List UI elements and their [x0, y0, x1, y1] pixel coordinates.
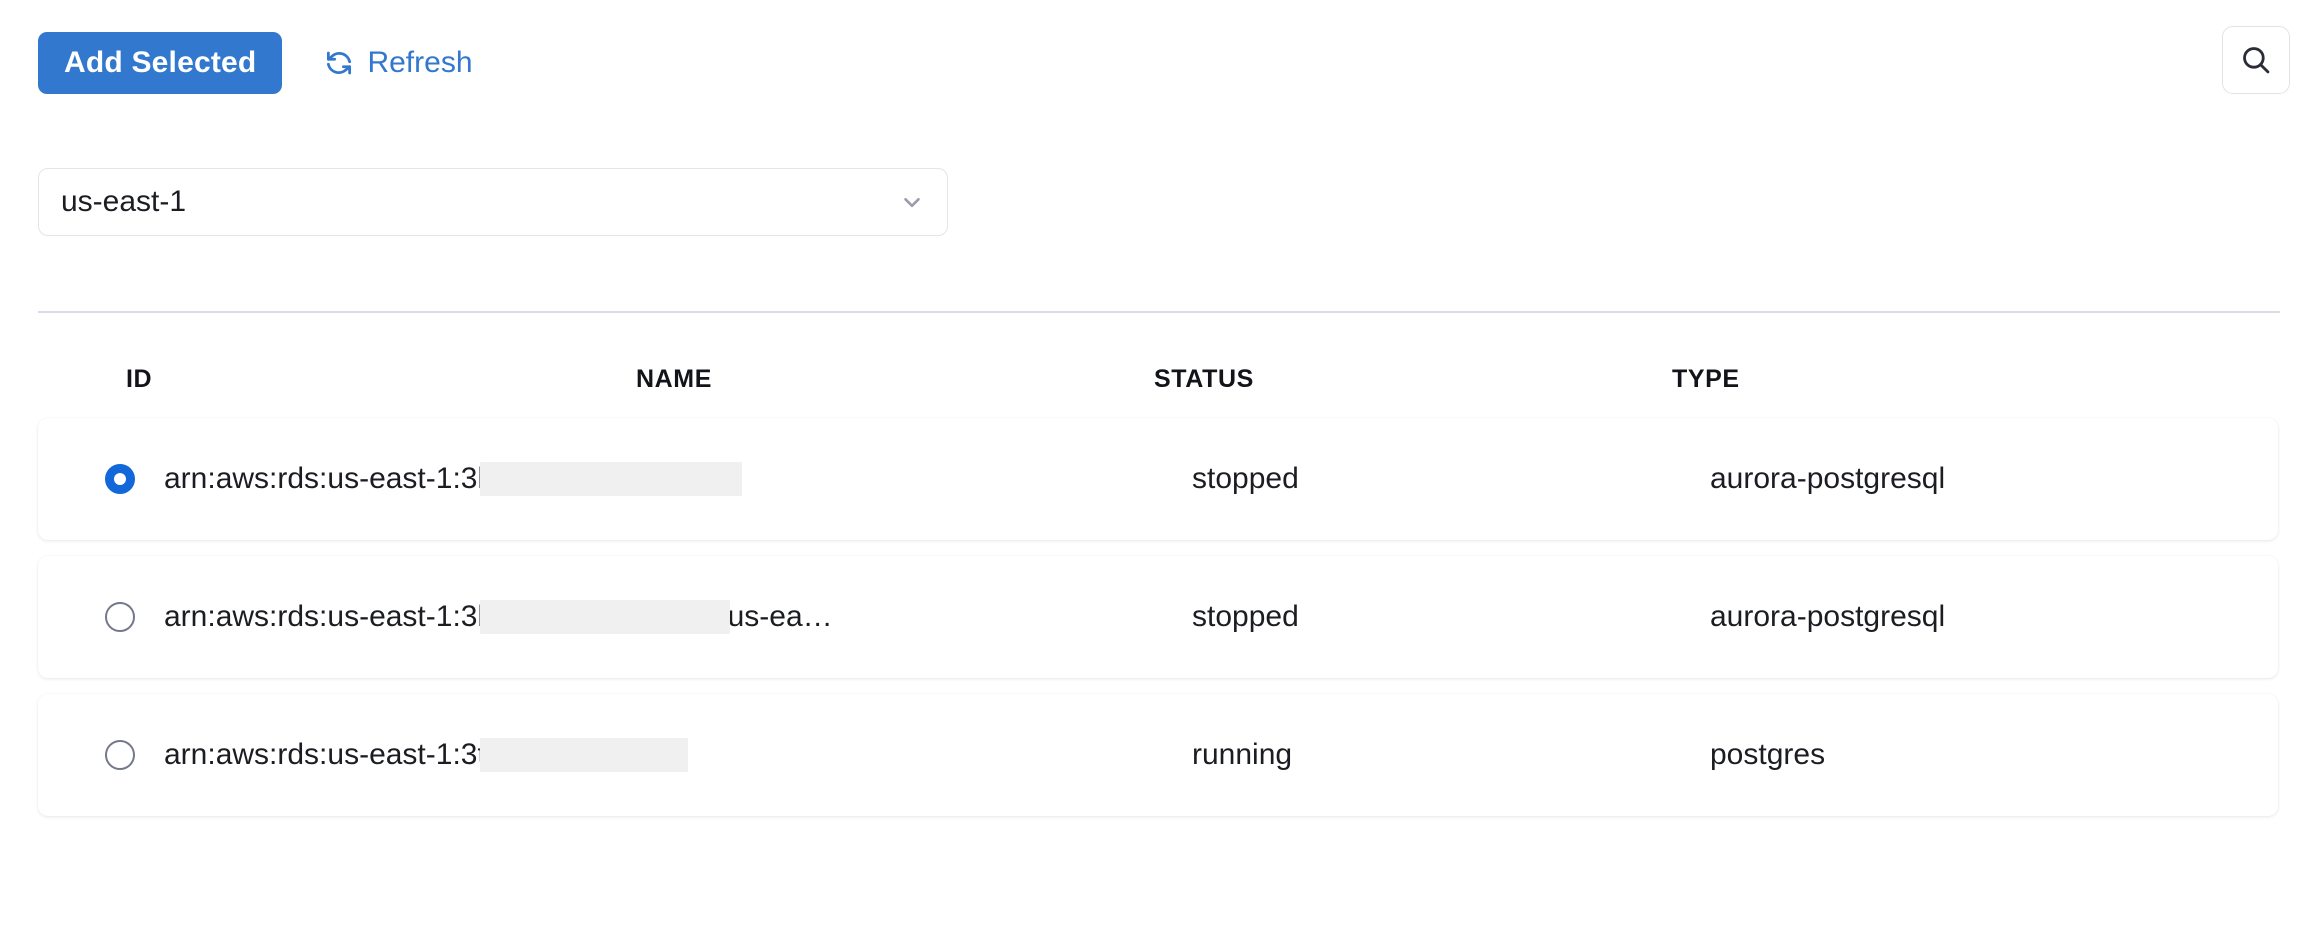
- cell-id: arn:aws:rds:us-east-1:3 todo-ecs-rds: [164, 738, 1192, 772]
- table-row[interactable]: arn:aws:rds:us-east-1:3 todo-ecs-rds run…: [38, 694, 2278, 816]
- resources-table: ID NAME STATUS TYPE arn:aws:rds:us-east-…: [0, 340, 2298, 832]
- cell-id-prefix: arn:aws:rds:us-east-1:3: [164, 738, 478, 771]
- radio-button[interactable]: [105, 602, 135, 632]
- column-header-name: NAME: [636, 364, 713, 393]
- cell-type: postgres: [1710, 738, 1826, 771]
- region-select[interactable]: us-east-1: [38, 168, 948, 236]
- table-header-row: ID NAME STATUS TYPE: [0, 340, 2298, 418]
- table-row[interactable]: arn:aws:rds:us-east-1:3 base-1-instance-…: [38, 418, 2278, 540]
- refresh-label: Refresh: [367, 46, 473, 79]
- cell-status: running: [1192, 738, 1293, 771]
- row-select-cell[interactable]: [38, 602, 164, 632]
- column-header-type: TYPE: [1672, 364, 1740, 393]
- cell-type: aurora-postgresql: [1710, 462, 1946, 495]
- toolbar: Add Selected Refresh: [38, 30, 2260, 96]
- cell-id: arn:aws:rds:us-east-1:3 base-1-instance-…: [164, 462, 1192, 496]
- cell-status: stopped: [1192, 600, 1299, 633]
- cell-id: arn:aws:rds:us-east-1:3 base-1-instance-…: [164, 600, 1192, 634]
- column-header-id: ID: [126, 364, 153, 393]
- search-button[interactable]: [2222, 26, 2290, 94]
- cell-id-suffix: base-1-instance-1-us-ea…: [477, 600, 833, 633]
- cell-id-suffix: todo-ecs-rds: [477, 738, 645, 771]
- refresh-button[interactable]: Refresh: [318, 40, 478, 86]
- refresh-icon: [324, 48, 354, 78]
- cell-id-prefix: arn:aws:rds:us-east-1:3: [164, 462, 478, 495]
- region-select-value: us-east-1: [61, 185, 187, 218]
- add-selected-button[interactable]: Add Selected: [38, 32, 283, 94]
- section-divider: [38, 311, 2280, 313]
- row-select-cell[interactable]: [38, 740, 164, 770]
- cell-id-prefix: arn:aws:rds:us-east-1:3: [164, 600, 478, 633]
- cell-id-suffix: base-1-instance-1: [477, 462, 718, 495]
- cell-type: aurora-postgresql: [1710, 600, 1946, 633]
- chevron-down-icon: [899, 189, 925, 215]
- radio-button[interactable]: [105, 464, 135, 494]
- table-row[interactable]: arn:aws:rds:us-east-1:3 base-1-instance-…: [38, 556, 2278, 678]
- column-header-status: STATUS: [1154, 364, 1254, 393]
- cell-status: stopped: [1192, 462, 1299, 495]
- row-select-cell[interactable]: [38, 464, 164, 494]
- search-icon: [2239, 43, 2273, 77]
- radio-button[interactable]: [105, 740, 135, 770]
